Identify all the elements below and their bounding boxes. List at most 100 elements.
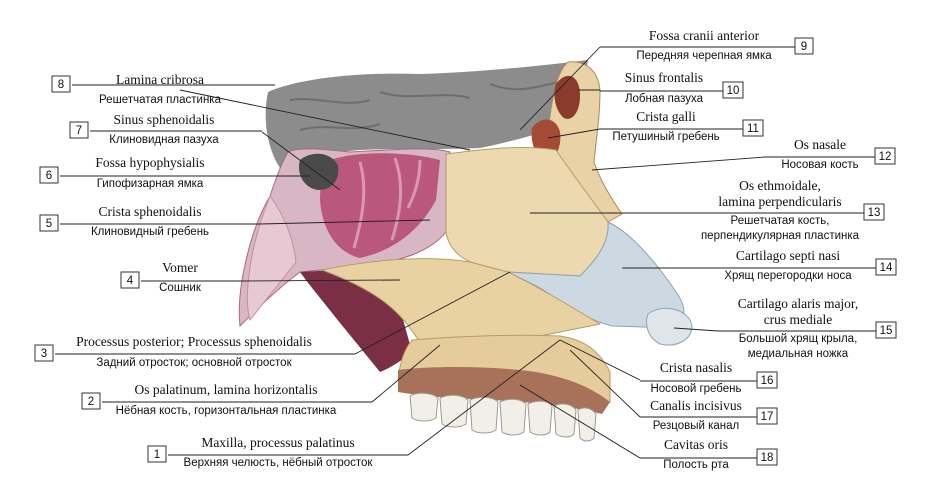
label-russian: Полость рта xyxy=(663,459,729,471)
label-number-box: 16 xyxy=(756,371,778,389)
label-russian: Гипофизарная ямка xyxy=(97,178,204,190)
leader-line xyxy=(371,344,441,403)
leader-line xyxy=(519,384,641,459)
label-number-box: 14 xyxy=(875,258,897,276)
label-russian-line2: медиальная ножка xyxy=(748,348,849,360)
label-russian: Клиновидный гребень xyxy=(91,226,209,238)
label-latin: Crista nasalis xyxy=(660,360,732,375)
label-latin: Sinus frontalis xyxy=(625,70,703,85)
label-russian: Клиновидная пазуха xyxy=(109,134,219,146)
label-russian: Петушиный гребень xyxy=(612,131,719,143)
label-number-box: 10 xyxy=(722,81,744,99)
label-latin-line2: lamina perpendicularis xyxy=(718,194,841,209)
brain-gyri xyxy=(289,79,569,131)
label-number-box: 3 xyxy=(34,344,54,362)
label-number: 6 xyxy=(46,170,52,182)
label-number: 5 xyxy=(46,218,52,230)
label-russian: Хрящ перегородки носа xyxy=(724,270,852,282)
label-number-box: 9 xyxy=(794,37,814,55)
label-number-box: 13 xyxy=(863,203,885,221)
label-latin: Fossa cranii anterior xyxy=(649,28,760,43)
label-latin: Lamina cribrosa xyxy=(116,72,204,87)
label-number: 3 xyxy=(41,348,47,360)
vomer xyxy=(320,258,602,343)
label-latin: Crista sphenoidalis xyxy=(98,204,201,219)
label-number: 15 xyxy=(880,325,893,337)
label-number: 12 xyxy=(879,151,892,163)
alar-cartilage xyxy=(646,307,693,346)
label-latin: Vomer xyxy=(162,260,198,275)
label-russian: Резцовый канал xyxy=(653,420,740,432)
label-russian: Передняя черепная ямка xyxy=(636,50,772,62)
label-number: 1 xyxy=(154,449,160,461)
label-latin: Canalis incisivus xyxy=(650,398,742,413)
sphenoid-sinus xyxy=(320,153,440,258)
label-latin: Os nasale xyxy=(794,137,846,152)
label-number-box: 1 xyxy=(147,445,167,463)
label-number: 18 xyxy=(761,452,774,464)
brain-region xyxy=(265,60,588,168)
clivus-spongy xyxy=(247,194,297,322)
label-russian: Носовой гребень xyxy=(650,383,741,395)
label-number: 9 xyxy=(801,41,807,53)
label-number-box: 5 xyxy=(39,214,59,232)
label-latin: Fossa hypophysialis xyxy=(95,155,204,170)
label-russian: Нёбная кость, горизонтальная пластинка xyxy=(116,405,337,417)
label-russian: Носовая кость xyxy=(781,159,858,171)
label-number-box: 12 xyxy=(874,147,896,165)
illustration xyxy=(238,60,693,442)
label-latin-line2: crus mediale xyxy=(764,312,833,327)
label-russian: Решетчатая кость, xyxy=(731,215,830,227)
label-russian: Лобная пазуха xyxy=(625,93,704,105)
label-latin: Maxilla, processus palatinus xyxy=(201,435,354,450)
label-russian: Задний отросток; основной отросток xyxy=(96,357,292,369)
label-number: 10 xyxy=(727,85,740,97)
label-number: 2 xyxy=(88,396,94,408)
leader-line xyxy=(407,339,561,456)
label-russian: Большой хрящ крыла, xyxy=(739,333,858,345)
label-russian-line2: перпендикулярная пластинка xyxy=(701,230,860,242)
label-number: 16 xyxy=(761,375,774,387)
label-russian: Сошник xyxy=(159,282,202,294)
leader-line xyxy=(261,131,341,191)
label-number-box: 15 xyxy=(875,321,897,339)
leader-line xyxy=(547,128,601,139)
leader-line xyxy=(237,279,401,282)
leader-line xyxy=(559,339,641,381)
label-13: 13 Os ethmoidale,lamina perpendicularisРе… xyxy=(530,178,885,242)
leader-line xyxy=(591,156,766,171)
label-2: 2 Os palatinum, lamina horizontalisНёбная… xyxy=(81,344,441,417)
leader-line xyxy=(259,219,431,225)
sphenoid-sinus-septa xyxy=(352,157,422,249)
teeth xyxy=(409,392,597,442)
leader-line xyxy=(519,46,601,131)
label-latin: Os palatinum, lamina horizontalis xyxy=(135,382,318,397)
label-russian: Решетчатая пластинка xyxy=(99,94,222,106)
label-number: 8 xyxy=(58,79,64,91)
label-number: 4 xyxy=(127,275,134,287)
label-number-box: 18 xyxy=(756,448,778,466)
label-latin: Sinus sphenoidalis xyxy=(114,112,215,127)
label-russian: Верхняя челюсть, нёбный отросток xyxy=(184,457,374,469)
label-latin: Cartilago septi nasi xyxy=(736,248,840,263)
leader-line xyxy=(569,349,641,418)
label-latin: Crista galli xyxy=(636,109,696,124)
label-latin: Os ethmoidale, xyxy=(739,178,821,193)
label-latin: Cartilago alaris major, xyxy=(738,296,859,311)
label-number: 13 xyxy=(868,207,881,219)
